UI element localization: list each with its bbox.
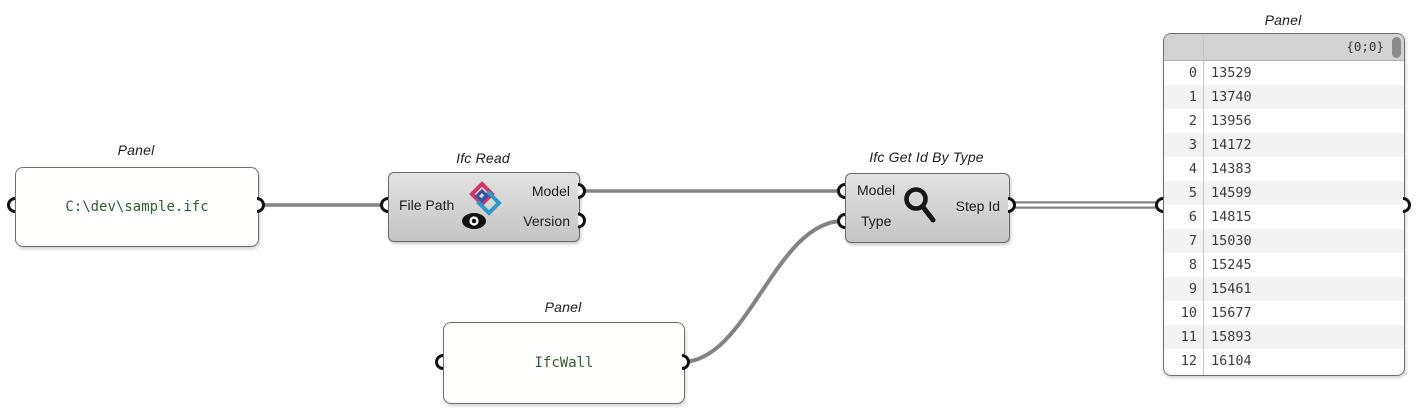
row-index: 12 [1180,353,1197,369]
row-index: 0 [1188,65,1197,81]
row-value: 14383 [1211,161,1252,177]
panel-output-row: 5 14599 [1164,181,1404,205]
row-index: 10 [1180,305,1197,321]
panel-output-row: 12 16104 [1164,349,1404,373]
scrollbar-thumb[interactable] [1392,37,1401,58]
panel-type-title: Panel [544,299,582,315]
panel-output-row: 2 13956 [1164,109,1404,133]
ifc-get-id-input-type[interactable]: Type [861,213,892,229]
panel-file-content[interactable]: C:\dev\sample.ifc [65,199,209,215]
panel-output-row: 11 15893 [1164,325,1404,349]
ifc-read-title: Ifc Read [456,150,510,166]
row-value: 16104 [1211,353,1252,369]
row-value: 15030 [1211,233,1252,249]
panel-file[interactable]: C:\dev\sample.ifc [15,167,259,247]
ifc-get-id-input-model[interactable]: Model [857,182,896,198]
row-index: 11 [1180,329,1197,345]
ifc-get-id-title: Ifc Get Id By Type [869,149,984,165]
row-value: 15461 [1211,281,1252,297]
row-value: 15893 [1211,329,1252,345]
panel-output-title: Panel [1264,12,1302,28]
ifc-get-id-output-stepid[interactable]: Step Id [955,198,1000,214]
ifc-read-output-model[interactable]: Model [531,183,570,199]
ifc-logo-eye-icon [462,181,502,229]
panel-output-row: 9 15461 [1164,277,1404,301]
panel-file-title: Panel [117,142,155,158]
panel-output-row: 7 15030 [1164,229,1404,253]
panel-type-content[interactable]: IfcWall [534,355,594,371]
panel-output[interactable]: {0;0} 0 13529 1 13740 2 13956 3 14172 4 14383 5 145… [1163,33,1405,376]
magnifier-icon [904,187,936,223]
row-index: 7 [1188,233,1197,249]
row-index: 6 [1188,209,1197,225]
wire-type[interactable] [681,219,844,364]
panel-output-row: 0 13529 [1164,61,1404,85]
row-index: 5 [1188,185,1197,201]
data-path-label: {0;0} [1346,39,1384,54]
row-value: 14599 [1211,185,1252,201]
panel-output-row: 3 14172 [1164,133,1404,157]
panel-type[interactable]: IfcWall [443,322,685,404]
panel-output-row: 4 14383 [1164,157,1404,181]
ifc-read-component[interactable]: File Path Model Version [388,172,580,242]
row-index: 4 [1188,161,1197,177]
row-index: 1 [1188,89,1197,105]
row-index: 3 [1188,137,1197,153]
row-value: 15245 [1211,257,1252,273]
row-value: 14815 [1211,209,1252,225]
row-value: 13529 [1211,65,1252,81]
panel-output-row: 10 15677 [1164,301,1404,325]
ifc-read-input-filepath[interactable]: File Path [399,197,455,213]
panel-output-row: 8 15245 [1164,253,1404,277]
ifc-get-id-component[interactable]: Model Type Step Id [845,173,1010,243]
row-value: 15677 [1211,305,1252,321]
ifc-read-output-version[interactable]: Version [523,213,570,229]
panel-output-row: 1 13740 [1164,85,1404,109]
panel-output-row: 6 14815 [1164,205,1404,229]
row-value: 14172 [1211,137,1252,153]
row-index: 2 [1188,113,1197,129]
panel-output-header: {0;0} [1164,34,1404,61]
row-index: 9 [1188,281,1197,297]
index-column-separator [1203,34,1204,375]
row-index: 8 [1188,257,1197,273]
row-value: 13956 [1211,113,1252,129]
row-value: 13740 [1211,89,1252,105]
panel-output-rows: 0 13529 1 13740 2 13956 3 14172 4 14383 5 14599 6 148… [1164,61,1404,373]
